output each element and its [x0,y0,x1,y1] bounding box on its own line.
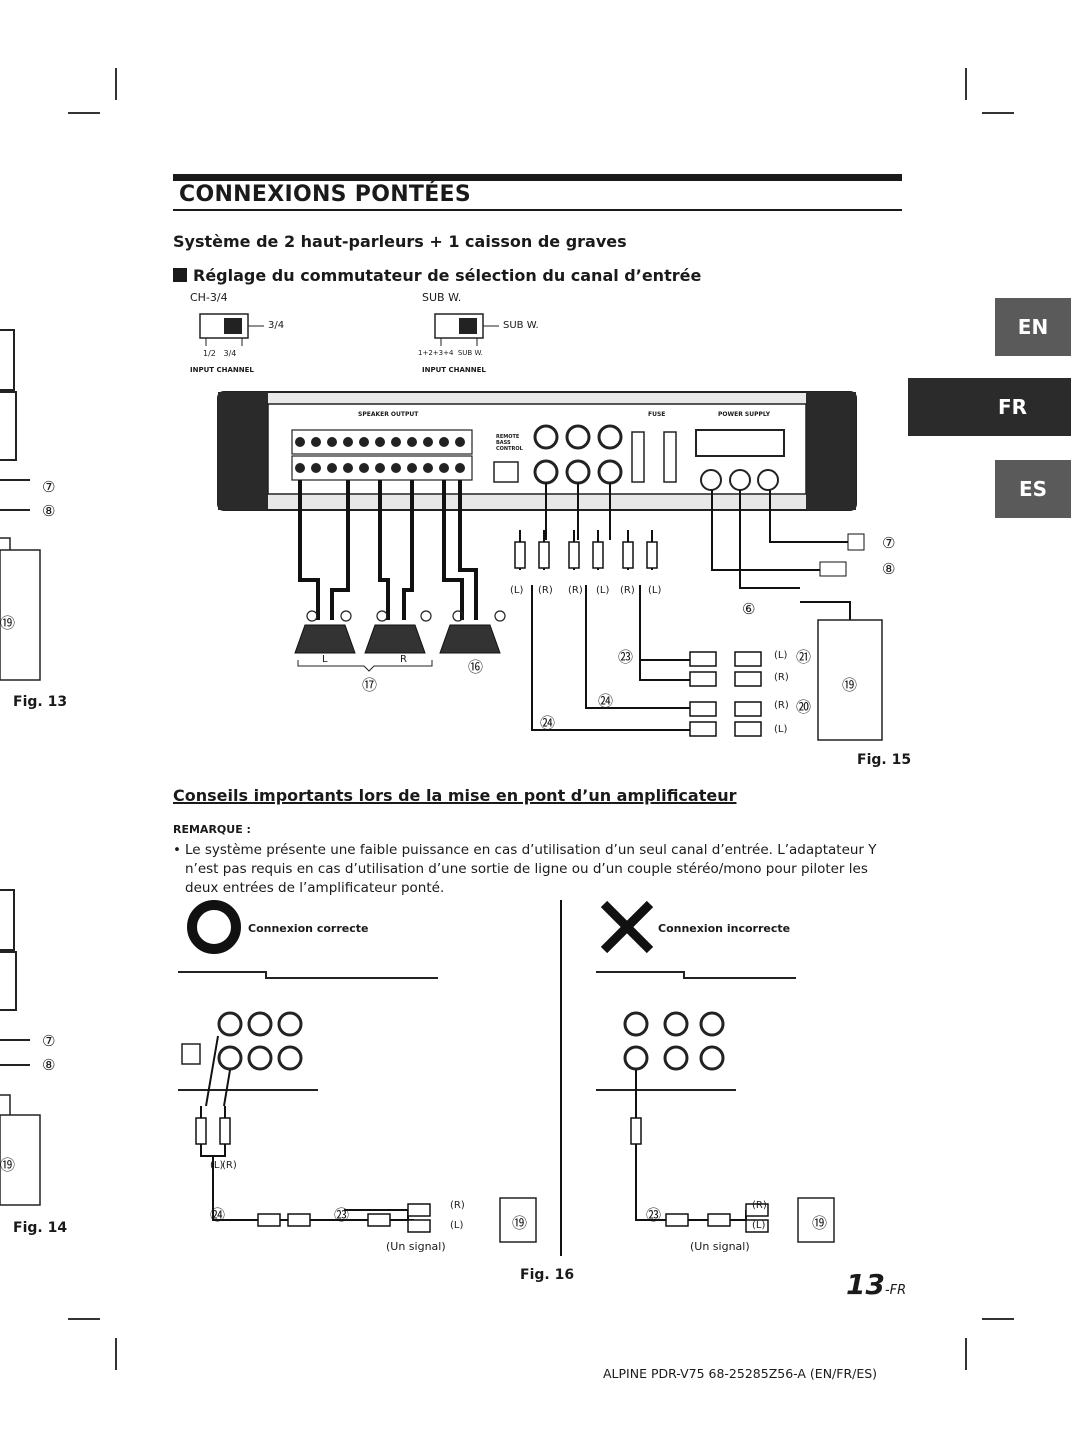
fig16-incorrect-r: (R) [752,1200,767,1211]
fig14-label: Fig. 14 [13,1220,68,1236]
fig16-incorrect-diagram [596,971,835,1243]
rca-label-1: (L) [510,585,524,596]
fig16-incorrect-l: (L) [752,1220,766,1231]
correct-label: Connexion correcte [248,922,369,935]
callout-24b: ㉔ [540,714,556,732]
fig13-label: Fig. 13 [13,694,68,710]
fig16-correct-l2: (L) [450,1220,464,1231]
subtitle: Système de 2 haut-parleurs + 1 caisson d… [173,232,627,251]
callout-8-fig14: ⑧ [42,1056,56,1074]
callout-17: ⑰ [362,676,378,694]
callout-23: ㉓ [618,648,634,666]
un-signal-left: (Un signal) [386,1240,446,1253]
fig16-correct-diagram [178,971,537,1243]
callout-19-fig16a: ⑲ [512,1214,528,1232]
remarque-text: Le système présente une faible puissance… [185,842,877,896]
page-title: CONNEXIONS PONTÉES [173,174,902,211]
callout-20: ⑳ [796,698,812,716]
callout-19-left: ⑲ [0,614,16,632]
switch-right-heading: SUB W. [422,291,462,304]
rca-label-3: (R) [568,585,583,596]
section-switch-text: Réglage du commutateur de sélection du c… [193,266,702,285]
callout-21: ㉑ [796,648,812,666]
fig16-correct-r-top: (R) [222,1160,237,1171]
out-l-2: (L) [774,724,788,735]
tab-es: ES [995,460,1071,518]
callout-19-fig14: ⑲ [0,1156,16,1174]
callout-7-fig14: ⑦ [42,1032,56,1050]
un-signal-right: (Un signal) [690,1240,750,1253]
page-number-value: 13 [846,1268,885,1301]
callout-19-right: ⑲ [842,676,858,694]
speaker-output-label: SPEAKER OUTPUT [358,411,419,418]
bridged-wiring-diagram [0,329,883,741]
out-r-2: (R) [774,700,789,711]
out-r-1: (R) [774,672,789,683]
callout-7-right: ⑦ [882,534,896,552]
fig16-label: Fig. 16 [520,1267,575,1283]
fig16-correct-l: (L) [210,1160,224,1171]
callout-7-left: ⑦ [42,478,56,496]
fig15-label: Fig. 15 [857,752,912,768]
callout-8-right: ⑧ [882,560,896,578]
rca-label-4: (L) [596,585,610,596]
switch-right-positions: 1+2+3+4 SUB W. [418,349,483,357]
incorrect-label: Connexion incorrecte [658,922,791,935]
callout-24a: ㉔ [598,692,614,710]
page-number-suffix: -FR [884,1283,907,1298]
switch-right-pointer: SUB W. [503,320,539,331]
fig14-edge-diagram [0,889,41,1206]
bullet-icon: • [173,842,181,858]
page-number: 13-FR [846,1268,906,1301]
correct-circle-icon [187,900,241,954]
callout-24-fig16: ㉔ [210,1206,226,1224]
section-switch: Réglage du commutateur de sélection du c… [173,266,701,285]
speaker-l-label: L [322,654,328,665]
switch-diagrams [199,313,499,346]
rca-label-2: (R) [538,585,553,596]
fuse-label: FUSE [648,411,666,418]
switch-left-heading: CH-3/4 [190,291,228,304]
callout-8-left: ⑧ [42,502,56,520]
out-l-1: (L) [774,650,788,661]
callout-6: ⑥ [742,600,756,618]
callout-23-fig16: ㉓ [334,1206,350,1224]
switch-right-caption: INPUT CHANNEL [422,366,486,374]
callout-16: ⑯ [468,658,484,676]
callout-19-fig16b: ⑲ [812,1214,828,1232]
tab-fr: FR [908,378,1071,436]
divider [560,900,562,1256]
tab-en: EN [995,298,1071,356]
remarque-label: REMARQUE : [173,823,251,836]
callout-23-fig16b: ㉓ [646,1206,662,1224]
switch-left-caption: INPUT CHANNEL [190,366,254,374]
incorrect-cross-icon [600,900,654,954]
rca-label-6: (L) [648,585,662,596]
tips-heading: Conseils importants lors de la mise en p… [173,786,737,805]
footer-text: ALPINE PDR-V75 68-25285Z56-A (EN/FR/ES) [603,1366,878,1381]
speaker-r-label: R [400,654,407,665]
remote-label: REMOTE BASS CONTROL [496,434,523,452]
remarque-note: • Le système présente une faible puissan… [173,841,901,898]
switch-left-pointer: 3/4 [268,320,285,331]
switch-left-positions: 1/2 3/4 [203,349,237,358]
power-supply-label: POWER SUPPLY [718,411,771,418]
bullet-square-icon [173,268,187,282]
fig16-correct-r: (R) [450,1200,465,1211]
rca-label-5: (R) [620,585,635,596]
